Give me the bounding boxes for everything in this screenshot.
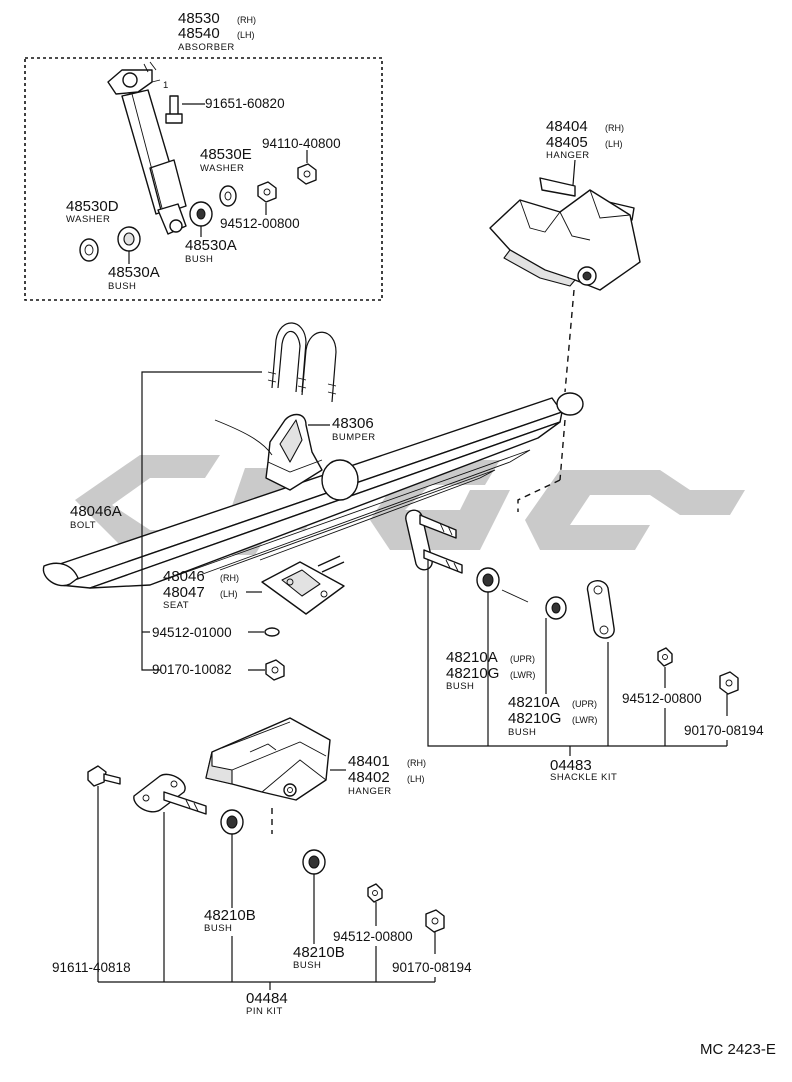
leaf-spring — [42, 392, 584, 589]
nut-94110-icon — [297, 163, 317, 185]
label-91651-60820: 91651-60820 — [205, 96, 285, 111]
label-48046-q: (RH) — [220, 573, 239, 583]
label-48530A-right: 48530A — [185, 237, 237, 254]
label-bush-1-name: BUSH — [446, 681, 474, 692]
label-94110-40800: 94110-40800 — [262, 136, 341, 151]
shock-absorber — [107, 61, 187, 235]
bolt-91611-icon — [87, 765, 121, 787]
nut-90170-08194-b-icon — [425, 909, 445, 933]
label-48530A-left: 48530A — [108, 264, 160, 281]
washer-94512-01000-icon — [264, 627, 280, 637]
label-48401: 48401 — [348, 753, 390, 770]
label-48402-q: (LH) — [407, 774, 425, 784]
label-48530D-name: WASHER — [66, 214, 110, 225]
label-48210B-1-name: BUSH — [204, 923, 232, 934]
label-48210A-upr-2-q: (UPR) — [572, 699, 597, 709]
label-48210G-lwr-1: 48210G — [446, 665, 499, 682]
figure-code: MC 2423-E — [700, 1041, 776, 1058]
nut-94512-c-icon — [367, 883, 383, 903]
label-91611-40818: 91611-40818 — [52, 960, 131, 975]
label-48047: 48047 — [163, 584, 205, 601]
label-48530A-left-name: BUSH — [108, 281, 136, 292]
label-48530D: 48530D — [66, 198, 119, 215]
absorber-pn-lh: 48540 — [178, 25, 220, 42]
label-seat-name: SEAT — [163, 600, 189, 611]
washer-48530D-icon — [79, 238, 99, 262]
label-48210G-lwr-2: 48210G — [508, 710, 561, 727]
bolt-91651-icon — [165, 95, 183, 124]
label-48046: 48046 — [163, 568, 205, 585]
label-48530A-right-name: BUSH — [185, 254, 213, 265]
pin-plate-icon — [133, 773, 207, 815]
nut-94512-b-icon — [657, 647, 673, 667]
label-pin-kit-name: PIN KIT — [246, 1006, 283, 1017]
label-94512-00800-c: 94512-00800 — [333, 929, 413, 944]
bush-48530A-left-icon — [117, 226, 141, 252]
label-48405: 48405 — [546, 134, 588, 151]
nut-90170-10082-icon — [265, 659, 285, 681]
rear-hanger-bracket — [205, 717, 331, 801]
absorber-qualifier-lh: (LH) — [237, 30, 255, 40]
label-bush-2-name: BUSH — [508, 727, 536, 738]
label-48210B-1: 48210B — [204, 907, 256, 924]
label-48404-q: (RH) — [605, 123, 624, 133]
label-48210A-upr-2: 48210A — [508, 694, 560, 711]
label-48210B-2-name: BUSH — [293, 960, 321, 971]
label-shackle-kit: 04483 — [550, 757, 592, 774]
absorber-qualifier-rh: (RH) — [237, 15, 256, 25]
label-48405-q: (LH) — [605, 139, 623, 149]
label-48530E-name: WASHER — [200, 163, 244, 174]
label-48210A-upr-1-q: (UPR) — [510, 654, 535, 664]
label-48402: 48402 — [348, 769, 390, 786]
label-48306-name: BUMPER — [332, 432, 376, 443]
label-48306: 48306 — [332, 415, 374, 432]
front-hanger-bracket — [489, 177, 641, 291]
label-pin-kit: 04484 — [246, 990, 288, 1007]
label-48210G-lwr-2-q: (LWR) — [572, 715, 597, 725]
bush-48210B-1-icon — [220, 809, 244, 835]
label-48210B-2: 48210B — [293, 944, 345, 961]
label-shackle-kit-name: SHACKLE KIT — [550, 772, 617, 783]
bumper-48306 — [214, 413, 323, 491]
shackle-link-plate — [586, 580, 615, 639]
label-48401-q: (RH) — [407, 758, 426, 768]
bush-48210A-upper-2-icon — [545, 596, 567, 620]
label-hanger-rear-name: HANGER — [348, 786, 392, 797]
label-94512-00800-a: 94512-00800 — [220, 216, 300, 231]
label-48210A-upr-1: 48210A — [446, 649, 498, 666]
label-94512-00800-b: 94512-00800 — [622, 691, 702, 706]
u-bolts — [267, 322, 337, 403]
bush-48530A-right-icon — [189, 201, 213, 227]
label-90170-08194-b: 90170-08194 — [392, 960, 472, 975]
nut-94512-a-icon — [257, 181, 277, 203]
shackle-plate-with-pins — [405, 509, 463, 574]
washer-48530E-icon — [219, 185, 237, 207]
absorber-name: ABSORBER — [178, 42, 235, 53]
label-48046A-name: BOLT — [70, 520, 96, 531]
label-48404: 48404 — [546, 118, 588, 135]
label-94512-01000: 94512-01000 — [152, 625, 232, 640]
bush-48210A-upper-1-icon — [476, 567, 500, 593]
absorber-pn-rh: 48530 — [178, 10, 220, 27]
nut-90170-08194-a-icon — [719, 671, 739, 695]
spring-seat — [261, 555, 345, 615]
absorber-group-box — [24, 57, 383, 301]
label-48046A: 48046A — [70, 503, 122, 520]
label-hanger-front-name: HANGER — [546, 150, 590, 161]
label-48530E: 48530E — [200, 146, 252, 163]
label-90170-10082: 90170-10082 — [152, 662, 232, 677]
label-48047-q: (LH) — [220, 589, 238, 599]
bush-48210B-2-icon — [302, 849, 326, 875]
label-48210G-lwr-1-q: (LWR) — [510, 670, 535, 680]
callout-one: 1 — [163, 80, 169, 91]
label-90170-08194-a: 90170-08194 — [684, 723, 764, 738]
